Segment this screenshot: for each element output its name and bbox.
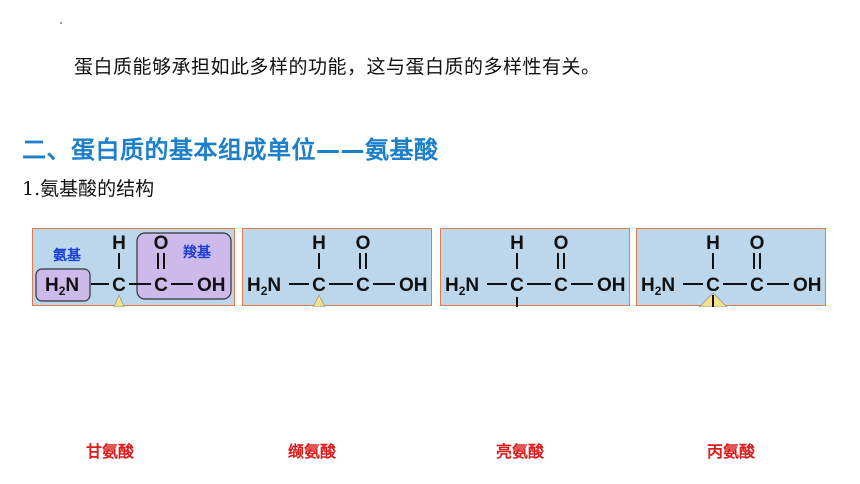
amino-group-formula: H2N [445, 275, 479, 298]
alpha-hydrogen: H [706, 233, 720, 254]
amino-acid-name-glycine: 甘氨酸 [85, 442, 134, 461]
bonds [289, 253, 395, 285]
subsection-title: 1.氨基酸的结构 [22, 178, 155, 200]
structure-panel-glycine: 氨基 羧基 H O H2N C C OH [32, 228, 235, 307]
carbonyl-oxygen: O [356, 233, 371, 254]
alpha-carbon: C [706, 275, 720, 296]
carbonyl-oxygen: O [154, 233, 169, 254]
hydroxyl-group: OH [197, 275, 226, 296]
bonds [487, 253, 593, 307]
carbonyl-oxygen: O [554, 233, 569, 254]
structure-panel-alanine: H O H2N C C OH [636, 228, 826, 307]
hydroxyl-group: OH [793, 275, 822, 296]
carboxyl-carbon: C [750, 275, 764, 296]
valine-structure-diagram: H O H2N C C OH [247, 233, 428, 307]
intro-paragraph: 蛋白质能够承担如此多样的功能，这与蛋白质的多样性有关。 [74, 56, 601, 78]
amino-group-highlight [35, 268, 91, 302]
amino-group-label: 氨基 [53, 247, 82, 264]
carboxyl-carbon: C [154, 275, 168, 296]
alpha-carbon: C [112, 275, 126, 296]
side-chain-marker [113, 293, 125, 307]
alanine-structure-diagram: H O H2N C C OH [641, 233, 822, 307]
carboxyl-group-highlight [136, 232, 232, 300]
structure-panel-leucine: H O H2N C C OH [440, 228, 630, 307]
alpha-hydrogen: H [112, 233, 126, 254]
bonds [91, 253, 193, 285]
leucine-structure-diagram: H O H2N C C OH [445, 233, 626, 307]
amino-group-formula: H2N [247, 275, 281, 298]
alpha-hydrogen: H [312, 233, 326, 254]
carboxyl-carbon: C [554, 275, 568, 296]
amino-acid-name-valine: 缬氨酸 [287, 442, 336, 461]
decorative-dot [60, 22, 62, 24]
amino-group-formula: H2N [45, 275, 79, 298]
hydroxyl-group: OH [399, 275, 428, 296]
alpha-hydrogen: H [510, 233, 524, 254]
amino-acid-name-leucine: 亮氨酸 [495, 442, 544, 461]
bonds [683, 253, 789, 285]
carbonyl-oxygen: O [750, 233, 765, 254]
side-chain-marker [312, 294, 326, 307]
alpha-carbon: C [510, 275, 524, 296]
amino-acid-name-alanine: 丙氨酸 [706, 442, 755, 461]
hydroxyl-group: OH [597, 275, 626, 296]
structure-panel-valine: H O H2N C C OH [242, 228, 432, 307]
alpha-carbon: C [312, 275, 326, 296]
glycine-structure-diagram: 氨基 羧基 H O H2N C C OH [35, 232, 232, 307]
section-title: 二、蛋白质的基本组成单位——氨基酸 [22, 136, 439, 164]
carboxyl-carbon: C [356, 275, 370, 296]
carboxyl-group-label: 羧基 [183, 244, 212, 261]
amino-group-formula: H2N [641, 275, 675, 298]
